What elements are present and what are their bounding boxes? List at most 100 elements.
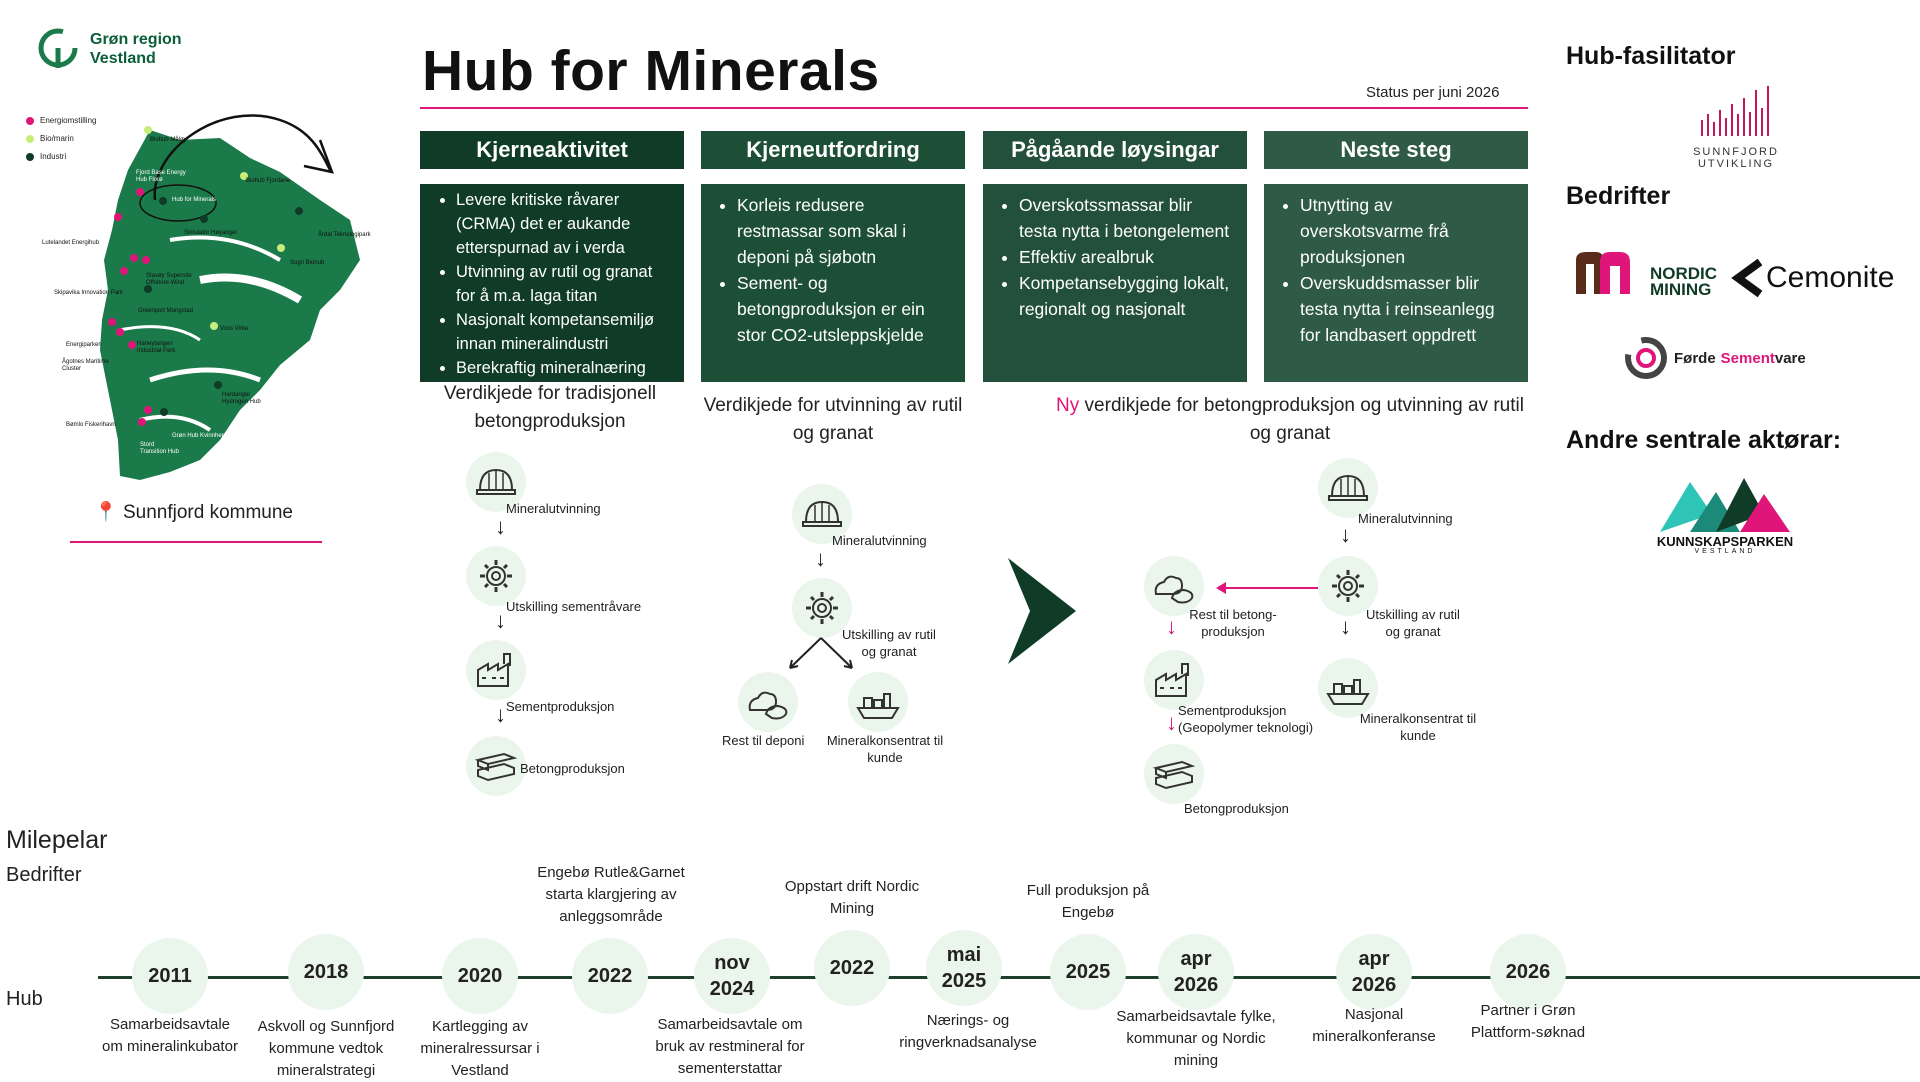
factory-icon	[1144, 650, 1204, 710]
map-label: Bømlo Fiskerihavn	[66, 422, 116, 428]
legend-dot-icon	[26, 134, 34, 143]
sement-text: Sement	[1720, 349, 1775, 367]
flow-label: Utskilling av rutil og granat	[1366, 607, 1460, 639]
bullet-item: Berekraftig mineralnæring	[456, 356, 670, 380]
bullet-item: Utnytting av overskotsvarme frå produksj…	[1300, 192, 1514, 270]
split-arrows-icon	[789, 637, 853, 669]
timeline-node: 2026	[1490, 934, 1566, 1010]
logo-line2: Vestland	[90, 50, 156, 67]
timeline-node-month: apr	[1358, 948, 1390, 970]
column-body-pagaande-loysingar: Overskotssmassar blir testa nytta i beto…	[983, 184, 1247, 382]
arrow-down-icon: ↓	[495, 514, 506, 539]
title-underline	[420, 107, 1528, 109]
flow-label: Mineralutvinning	[506, 501, 601, 516]
legend-label: Industri	[40, 152, 67, 161]
facilitator-heading: Hub-fasilitator	[1566, 42, 1736, 70]
row-label-companies: Bedrifter	[6, 864, 82, 886]
pin-icon: 📍	[94, 502, 118, 523]
timeline-node: 2011	[132, 938, 208, 1014]
flow-label: Utskilling sementråvare	[506, 599, 642, 614]
column-heading-kjerneaktivitet: Kjerneaktivitet	[420, 131, 684, 169]
sunnfjord-utvikling-logo-icon	[1696, 84, 1776, 140]
flow-label: Rest til betong-produksjon	[1189, 607, 1277, 639]
gron-region-logo-icon	[38, 28, 78, 68]
timeline-node-month: apr	[1180, 948, 1212, 970]
concrete-slabs-icon	[1144, 744, 1204, 804]
column-heading-neste-steg: Neste steg	[1264, 131, 1528, 169]
helmet-icon	[1318, 458, 1378, 518]
location: 📍 Sunnfjord kommune	[94, 500, 293, 524]
kunnskapsparken-logo-icon	[1660, 474, 1790, 534]
map-label: Voss Virke	[220, 326, 249, 332]
timeline-text: Kartlegging av mineralressursar i Vestla…	[420, 1018, 540, 1079]
column-body-kjerneutfordring: Korleis redusere restmassar som skal i d…	[701, 184, 965, 382]
legend-item: Energiomstilling	[26, 116, 96, 125]
arrow-down-pink-icon: ↓	[1166, 614, 1177, 639]
timeline-node-year: 2026	[1351, 974, 1397, 996]
forde-sementvare-icon	[1625, 337, 1667, 379]
legend-dot-icon	[26, 116, 34, 125]
chevron-right-icon	[1008, 558, 1076, 664]
timeline-text: Engebø Rutle&Garnet starta klargjering a…	[537, 864, 685, 925]
timeline-node-year: 2026	[1173, 974, 1219, 996]
rocks-icon	[1144, 556, 1204, 616]
timeline-text: Oppstart drift Nordic Mining	[784, 878, 920, 917]
legend-label: Bio/marin	[40, 134, 74, 143]
location-underline	[70, 541, 322, 543]
legend-label: Energiomstilling	[40, 116, 97, 125]
map-label: Greenport Mongstad	[138, 308, 194, 314]
flow-label: Rest til deponi	[722, 733, 805, 748]
map-label: Biohub Fjordane	[246, 178, 291, 184]
location-label: Sunnfjord kommune	[122, 502, 293, 523]
chain-title-traditional: Verdikjede for tradisjonell betongproduk…	[443, 383, 657, 432]
kunnskapsparken-sub: VESTLAND	[1694, 548, 1756, 555]
map-label: Energiparken	[66, 342, 102, 348]
map-legend: Energiomstilling Bio/marin Industri	[26, 116, 96, 161]
nordic-mining-logo: NORDIC MINING	[1650, 264, 1718, 299]
map-label: Ågotnes Maritime Cluster	[62, 359, 109, 372]
arrow-left-icon	[1216, 582, 1318, 594]
map-label: Biohub Måløy	[150, 137, 187, 143]
cemonite-logo-text: Cemonite	[1766, 261, 1895, 294]
kunnskapsparken-name: KUNNSKAPSPARKEN	[1656, 534, 1794, 549]
map-label: Hub for Minerals	[172, 197, 217, 203]
bullet-item: Overskotssmassar blir testa nytta i beto…	[1019, 192, 1233, 244]
timeline-text: Full produksjon på Engebø	[1026, 882, 1150, 921]
arrow-down-pink-icon: ↓	[1166, 710, 1177, 735]
bullet-item: Korleis redusere restmassar som skal i d…	[737, 192, 951, 270]
column-body-neste-steg: Utnytting av overskotsvarme frå produksj…	[1264, 184, 1528, 382]
timeline-node: 2018	[288, 934, 364, 1010]
flow-label: Sementproduksjon (Geopolymer teknologi)	[1178, 703, 1314, 735]
column-body-kjerneaktivitet: Levere kritiske råvarer (CRMA) det er au…	[420, 184, 684, 382]
timeline-text: Samarbeidsavtale fylke, kommunar og Nord…	[1116, 1008, 1276, 1069]
logo-text: Grøn region Vestland	[90, 30, 182, 68]
timeline-node: apr 2026	[1336, 934, 1412, 1010]
timeline-text: Partner i Grøn Plattform-søknad	[1470, 1002, 1586, 1041]
vare-text: vare	[1774, 349, 1806, 367]
bullet-item: Effektiv arealbruk	[1019, 244, 1233, 270]
status-text: Status per juni 2026	[1366, 84, 1500, 101]
cemonite-chevron-icon	[1731, 258, 1763, 298]
legend-item: Bio/marin	[26, 134, 96, 143]
flow-label: Betongproduksjon	[1184, 801, 1289, 816]
column-heading-pagaande-loysingar: Pågåande løysingar	[983, 131, 1247, 169]
timeline-node-year: 2025	[941, 970, 987, 992]
forde-text: Førde	[1674, 349, 1716, 367]
arrow-down-icon: ↓	[815, 546, 826, 571]
arrow-down-icon: ↓	[495, 608, 506, 633]
flow-label: Utskilling av rutil og granat	[842, 627, 936, 659]
map-label: Skipavika Innovation Park	[54, 290, 124, 296]
timeline-text: Nærings- og ringverknadsanalyse	[899, 1012, 1037, 1051]
timeline-node: nov 2024	[694, 938, 770, 1014]
flow-label: Mineralutvinning	[1358, 511, 1453, 526]
timeline-node: mai 2025	[926, 930, 1002, 1006]
legend-dot-icon	[26, 152, 34, 161]
bullet-item: Levere kritiske råvarer (CRMA) det er au…	[456, 188, 670, 260]
concrete-slabs-icon	[466, 736, 526, 796]
bullet-item: Kompetansebygging lokalt, regionalt og n…	[1019, 270, 1233, 322]
chain-title-new-prefix: Ny	[1056, 395, 1080, 416]
timeline-text: Samarbeidsavtale om mineralinkubator	[102, 1016, 238, 1055]
arrow-down-icon: ↓	[1340, 614, 1351, 639]
gear-icon	[1318, 556, 1378, 616]
cemonite-logo: Cemonite	[1730, 258, 1894, 298]
